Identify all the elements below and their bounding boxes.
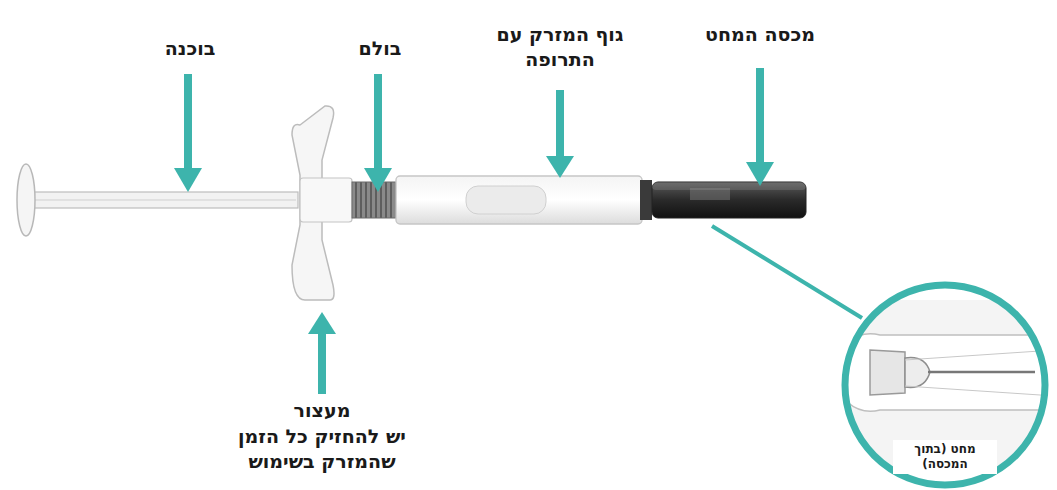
part-label: בוכנה [165, 36, 216, 61]
part-label: בולם [359, 36, 402, 61]
needle-cap [640, 180, 806, 220]
part-label: גוף המזרק עם התרופה [495, 22, 625, 71]
usage-note: יש להחזיק כל הזמן שהמזרק בשימוש [217, 424, 427, 473]
part-label: מעצור [294, 398, 351, 423]
leader-line [712, 226, 862, 318]
inset-caption: מחט (בתוך המכסה) [893, 440, 997, 474]
plunger-rod [17, 164, 298, 236]
pointer-arrows [174, 68, 774, 394]
part-label: מכסה המחט [705, 22, 815, 47]
needle-inset [820, 285, 1057, 485]
finger-flange [292, 106, 352, 300]
stopper [352, 182, 396, 218]
syringe-barrel [396, 176, 642, 224]
